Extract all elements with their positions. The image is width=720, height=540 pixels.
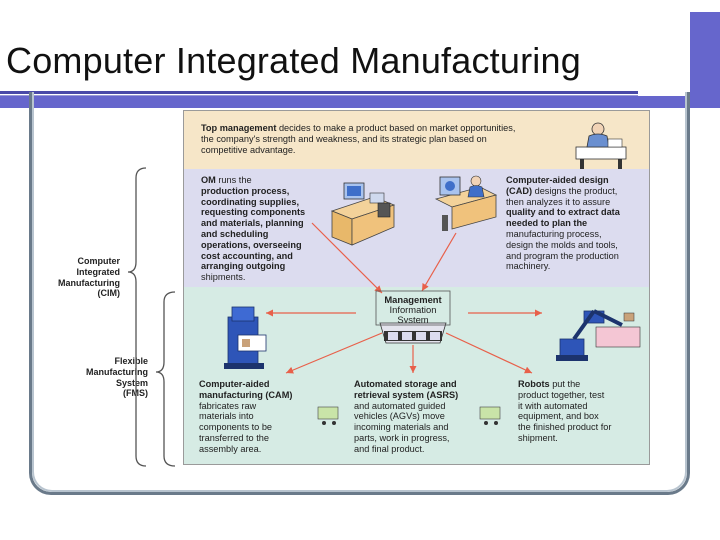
cim-label: Computer Integrated Manufacturing (CIM) [58, 256, 120, 299]
band-fms [184, 287, 649, 464]
agv-cart-icon-right [479, 406, 501, 425]
mis-server-icon [375, 290, 451, 344]
top-management-text: Top management decides to make a product… [201, 123, 516, 155]
manager-at-desk-icon [575, 122, 627, 169]
cam-machine-icon [224, 306, 267, 369]
cad-text: Computer-aided design (CAD) designs the … [506, 175, 620, 272]
band-top-management [184, 111, 649, 169]
band-planning [184, 169, 649, 287]
agv-cart-icon-left [317, 406, 339, 425]
cim-diagram: Top management decides to make a product… [183, 110, 650, 465]
title-underline-secondary [0, 95, 638, 96]
om-workstation-icon [330, 182, 396, 246]
om-text: OM runs the production process, coordina… [201, 175, 306, 283]
asrs-text: Automated storage and retrieval system (… [354, 379, 459, 454]
slide-frame-inner [32, 92, 687, 492]
title-panel [0, 12, 690, 96]
mis-text: Management Information System [384, 294, 442, 325]
fms-label: Flexible Manufacturing System (FMS) [86, 356, 148, 399]
slide-title: Computer Integrated Manufacturing [6, 40, 581, 81]
diagram-graphics [224, 122, 641, 425]
cam-text: Computer-aided manufacturing (CAM) fabri… [199, 379, 293, 454]
robots-text: Robots put the product together, test it… [518, 379, 612, 443]
title-underline [0, 91, 638, 94]
slide-frame [29, 92, 690, 495]
cad-workstation-icon [434, 175, 498, 231]
robot-arm-icon [556, 309, 641, 361]
